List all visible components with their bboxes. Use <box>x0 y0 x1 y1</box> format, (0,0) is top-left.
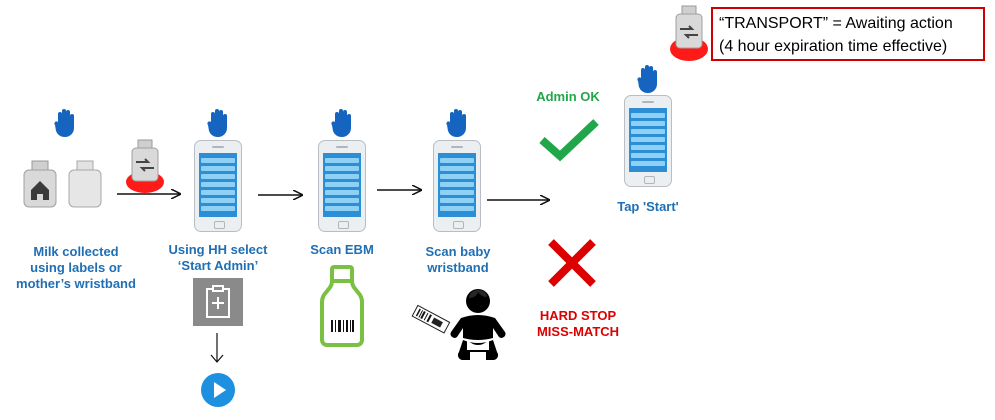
hand-icon <box>207 109 227 137</box>
transport-note: “TRANSPORT” = Awaiting action (4 hour ex… <box>711 7 985 61</box>
jar-icon <box>23 160 57 208</box>
clipboard-plus-icon <box>193 278 243 326</box>
step-label-scan-ebm: Scan EBM <box>310 242 374 257</box>
phone-icon <box>624 95 672 187</box>
hand-icon <box>637 65 657 93</box>
outcome-hard-stop: HARD STOP MISS-MATCH <box>536 308 620 339</box>
phone-icon <box>318 140 366 232</box>
transport-jar-icon <box>670 5 708 61</box>
step-label-milk-collected: Milk collected using labels or mother’s … <box>16 244 136 291</box>
step-label-tap-start: Tap 'Start' <box>617 199 679 214</box>
transport-jar-icon <box>126 139 164 193</box>
hand-icon <box>446 109 466 137</box>
x-mark-icon <box>548 239 596 287</box>
phone-icon <box>433 140 481 232</box>
jar-icon <box>68 160 102 208</box>
checkmark-icon <box>539 119 599 162</box>
phone-icon <box>194 140 242 232</box>
outcome-admin-ok: Admin OK <box>536 89 600 104</box>
play-icon <box>201 373 235 407</box>
step-label-scan-baby: Scan baby wristband <box>425 244 491 275</box>
milk-bottle-barcode-icon <box>320 265 364 347</box>
baby-icon <box>450 289 506 360</box>
note-line-2: (4 hour expiration time effective) <box>719 38 948 55</box>
hand-icon <box>331 109 351 137</box>
barcode-scanner-icon <box>411 304 451 334</box>
note-line-1: “TRANSPORT” = Awaiting action <box>719 15 953 32</box>
hand-icon <box>54 109 74 137</box>
step-label-start-admin: Using HH select ‘Start Admin’ <box>168 242 268 273</box>
